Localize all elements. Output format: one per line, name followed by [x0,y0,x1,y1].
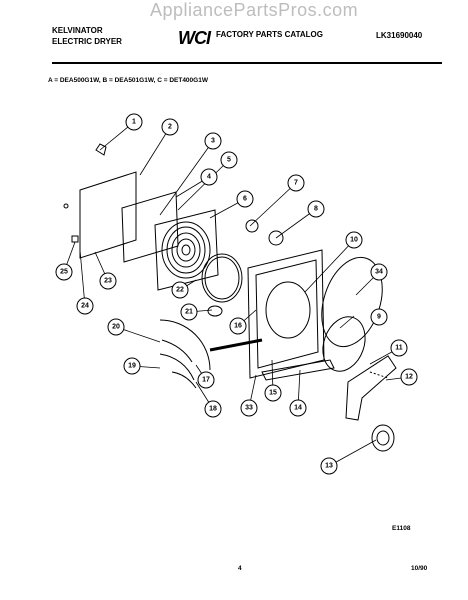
back-panel-part [79,171,137,259]
grommet-part [207,305,223,317]
svg-text:15: 15 [269,390,277,397]
duct-strip-part [261,359,335,381]
detail-view-arc [159,319,211,371]
wci-logo: WCI [178,28,211,48]
page-date: 10/90 [411,565,428,572]
header-divider [52,62,442,64]
svg-text:24: 24 [81,303,89,310]
svg-text:7: 7 [294,180,298,187]
callout-18: 18 [204,400,222,418]
svg-text:20: 20 [112,324,120,331]
insulation-sheet-part [121,191,179,263]
clip-part [268,230,284,246]
connector-line [209,338,263,352]
screw-25-part [71,235,79,243]
svg-text:13: 13 [325,463,333,470]
figure-code: E1108 [392,525,411,532]
svg-text:4: 4 [207,174,211,181]
bulkhead-opening [265,281,311,339]
svg-text:12: 12 [405,374,413,381]
svg-text:34: 34 [375,269,383,276]
callout-9: 9 [370,308,388,326]
callout-3: 3 [204,132,222,150]
callout-10: 10 [345,231,363,249]
brand-name: KELVINATOR [52,26,103,35]
callout-labels: 1 2 3 4 5 6 7 8 9 10 11 12 13 14 15 16 1… [55,113,418,475]
callout-12: 12 [400,368,418,386]
page-number: 4 [238,565,242,572]
svg-text:14: 14 [294,405,302,412]
callout-34: 34 [370,263,388,281]
svg-text:19: 19 [128,363,136,370]
svg-text:6: 6 [243,196,247,203]
callout-21: 21 [180,303,198,321]
hinge-clip-part [95,143,107,156]
catalog-code: LK31690040 [376,31,423,40]
callout-8: 8 [307,200,325,218]
svg-text:18: 18 [209,406,217,413]
bulkhead-inner [255,259,319,369]
drum-seal-part [322,316,366,372]
callout-15: 15 [264,384,282,402]
catalog-title: FACTORY PARTS CATALOG [216,30,323,39]
bearing-ring-inner [376,430,390,446]
callout-14: 14 [289,399,307,417]
callout-25: 25 [55,263,73,281]
callout-6: 6 [236,190,254,208]
bulkhead-panel-part [247,249,325,379]
rivet-part [63,203,69,209]
callout-24: 24 [76,297,94,315]
detail-view-seals [159,339,197,389]
svg-text:17: 17 [202,377,210,384]
model-legend: A = DEA500G1W, B = DEA501G1W, C = DET400… [48,77,208,84]
callout-20: 20 [107,318,125,336]
callout-4: 4 [200,168,218,186]
svg-text:25: 25 [60,269,68,276]
svg-text:10: 10 [350,237,358,244]
callout-13: 13 [320,457,338,475]
product-type: ELECTRIC DRYER [52,37,122,46]
callout-33: 33 [240,399,258,417]
svg-text:33: 33 [245,405,253,412]
ring-seal-inner [204,256,240,300]
heater-housing-part [154,209,219,291]
heater-coil-part [161,221,211,279]
callout-1: 1 [125,113,143,131]
callout-7: 7 [287,174,305,192]
fastener-part [245,219,259,233]
callout-23: 23 [99,272,117,290]
bearing-ring-part [371,424,395,452]
svg-text:16: 16 [234,323,242,330]
callout-11: 11 [390,339,408,357]
svg-text:5: 5 [227,157,231,164]
svg-text:1: 1 [132,119,136,126]
lint-housing-part [345,355,397,421]
svg-text:11: 11 [395,345,403,352]
callout-19: 19 [123,357,141,375]
svg-text:8: 8 [314,206,318,213]
svg-text:23: 23 [104,278,112,285]
svg-text:22: 22 [176,287,184,294]
svg-text:2: 2 [168,124,172,131]
callout-17: 17 [197,371,215,389]
callout-2: 2 [161,118,179,136]
ring-seal-part [201,253,243,303]
svg-text:3: 3 [211,138,215,145]
svg-text:21: 21 [185,309,193,316]
watermark-text: AppliancePartsPros.com [150,0,359,20]
callout-16: 16 [229,317,247,335]
svg-text:9: 9 [377,314,381,321]
callout-5: 5 [220,151,238,169]
screw-part [369,371,389,379]
callout-22: 22 [171,281,189,299]
